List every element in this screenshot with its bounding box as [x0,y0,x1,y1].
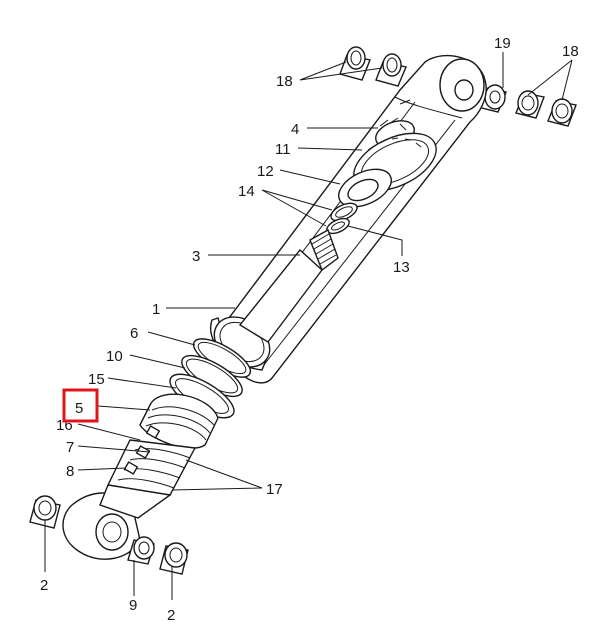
callout-8: 8 [66,463,74,480]
leader-lines [44,52,573,600]
callout-2-left: 2 [40,577,48,594]
callout-7: 7 [66,439,74,456]
callout-12: 12 [257,163,274,180]
callout-1: 1 [152,301,160,318]
callout-labels: 18 19 18 4 11 12 14 13 3 1 6 10 15 5 16 … [40,35,579,624]
callout-5: 5 [75,400,83,417]
callout-18-right: 18 [562,43,579,60]
part-12 [338,168,392,208]
bushing-18-right-a [515,90,545,119]
bushing-2-right [159,542,189,575]
top-bushings [339,46,577,127]
bushing-18-top-left-b [375,53,407,87]
bushing-9 [127,536,155,565]
valve-stack [326,117,437,235]
callout-19: 19 [494,35,511,52]
callout-9: 9 [129,597,137,614]
callout-2-right: 2 [167,607,175,624]
callout-14: 14 [238,183,255,200]
callout-3: 3 [192,248,200,265]
bushing-18-top-left-a [339,46,371,81]
callout-15: 15 [88,371,105,388]
part-14 [330,202,358,222]
piston-rod [238,228,339,343]
callout-17: 17 [266,481,283,498]
bottom-bushings [29,495,189,575]
highlight-box-callout-5 [62,388,99,423]
bump-stop [139,393,219,449]
bushing-2-left [29,495,61,529]
callout-13: 13 [393,259,410,276]
bottom-eye [62,484,172,560]
callout-11: 11 [275,141,291,158]
callout-18-left: 18 [276,73,293,90]
callout-4: 4 [291,121,299,138]
bushing-18-right-b [547,98,577,127]
callout-6: 6 [130,325,138,342]
callout-10: 10 [106,348,123,365]
